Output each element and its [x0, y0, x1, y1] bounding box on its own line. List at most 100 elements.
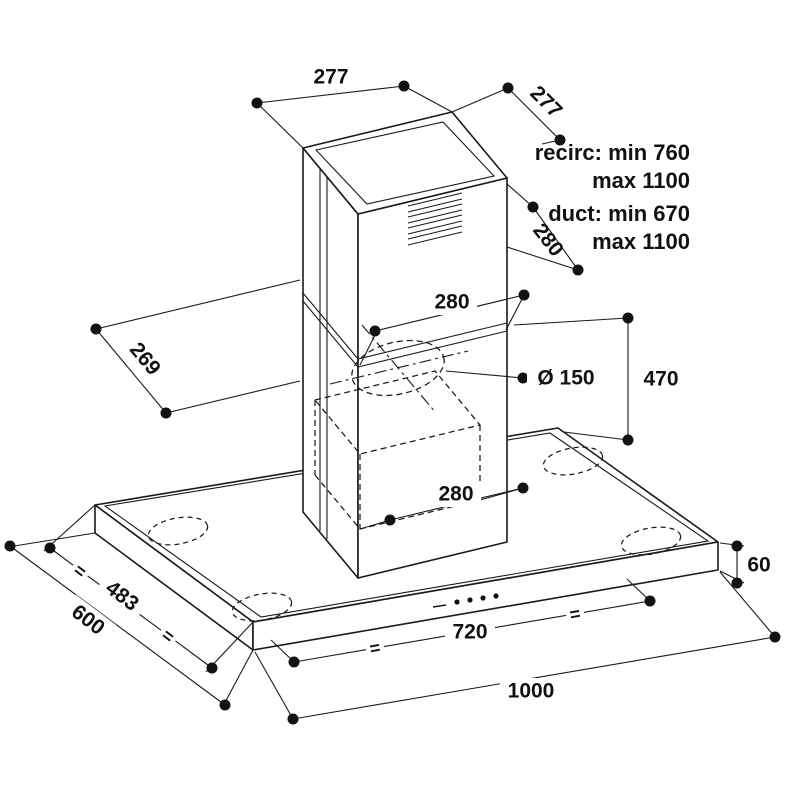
endpoint-dot [219, 699, 231, 711]
label-backdrop [445, 619, 495, 645]
endpoint-dot [4, 540, 16, 552]
endpoint-dot [369, 325, 381, 337]
chimney [302, 111, 508, 579]
control-slider-mark [432, 604, 447, 608]
ext-line [506, 183, 534, 208]
label-backdrop [739, 552, 779, 578]
endpoint-dot [731, 540, 743, 552]
equal-mark: = [155, 624, 181, 648]
label-backdrop [306, 64, 356, 90]
endpoint-dot [622, 312, 634, 324]
dim-text: 280 [438, 483, 473, 506]
dim-label: 470 [635, 366, 687, 392]
lamp-cutout-4 [231, 592, 293, 622]
hidden-internals [313, 324, 482, 530]
dim-label: 280 [427, 289, 477, 315]
endpoint-dot [206, 662, 218, 674]
dim-label: 720 [445, 619, 495, 645]
endpoint-dot [518, 289, 530, 301]
label-backdrop [500, 678, 562, 704]
endpoint-dot [288, 656, 300, 668]
recirc-note-line2: max 1100 [592, 168, 690, 193]
ext-line [563, 431, 629, 441]
dim-label: 277 [519, 75, 573, 129]
equal-mark: = [67, 559, 93, 583]
label-backdrop [431, 481, 481, 507]
ext-line [221, 649, 254, 709]
label-backdrop [519, 75, 573, 129]
endpoint-dot [731, 577, 743, 589]
dim-left-offset: 269 [90, 279, 301, 419]
vent-grille-icon [407, 192, 463, 246]
dim-duct-diameter: Ø 150 [445, 365, 605, 391]
endpoint-dot [384, 514, 396, 526]
dim-canopy-width: 1000 [254, 571, 781, 725]
installation-notes: recirc: min 760 max 1100 duct: min 670 m… [535, 140, 690, 254]
dim-lower-height: 470 [513, 312, 687, 446]
lamp-cutout-3 [620, 526, 682, 556]
dim-text: 60 [747, 554, 770, 577]
dim-upper-section-depth: 280 [506, 183, 584, 276]
dim-label: 269 [118, 331, 172, 387]
label-backdrop [564, 604, 586, 624]
lamp-cutout-2 [542, 446, 604, 476]
chimney-left-face [302, 147, 359, 579]
label-backdrop [60, 594, 116, 646]
duct-outlet-circle [351, 339, 445, 397]
recirc-note-line1: recirc: min 760 [535, 140, 690, 165]
dim-text: 1000 [508, 680, 555, 703]
endpoint-dot [554, 134, 566, 146]
chimney-top-face [302, 111, 508, 215]
dim-canopy-thickness: 60 [719, 540, 779, 589]
dim-label: 60 [739, 552, 779, 578]
canopy-front-face [252, 541, 719, 651]
dim-line [532, 206, 579, 271]
dim-canopy-inner-width: = = 720 [270, 578, 656, 668]
dim-text: 277 [313, 66, 348, 89]
endpoint-dot [644, 595, 656, 607]
dim-chimney-top-width: 277 [251, 64, 453, 149]
dim-label: 1000 [500, 678, 562, 704]
dim-text: 720 [452, 621, 487, 644]
duct-centerline-h [329, 350, 469, 385]
control-button-icon [454, 599, 460, 605]
dim-body-width: 280 [359, 481, 529, 530]
duct-note-line2: max 1100 [592, 229, 690, 254]
ext-line [505, 296, 524, 331]
dim-label: 280 [431, 481, 481, 507]
label-backdrop [364, 638, 386, 658]
lamp-cutout-1 [147, 516, 209, 546]
duct-centerline-v [361, 324, 437, 414]
endpoint-dot [769, 631, 781, 643]
ext-line [165, 380, 301, 414]
dim-canopy-inner-depth: = = 483 [43, 504, 254, 674]
dim-label: 277 [306, 64, 356, 90]
label-backdrop [427, 289, 477, 315]
ext-line [403, 85, 453, 113]
equal-text: = [568, 603, 582, 625]
ext-line [451, 87, 509, 113]
telescopic-seam-upper [302, 292, 508, 360]
dim-text: 470 [643, 368, 678, 391]
label-backdrop [635, 366, 687, 392]
label-backdrop [94, 570, 150, 622]
control-button-icon [493, 593, 499, 599]
endpoint-dot [517, 482, 529, 494]
leader-line [445, 370, 524, 379]
dim-text: 280 [434, 291, 469, 314]
ext-line [513, 317, 629, 326]
duct-note-line1: duct: min 670 [548, 201, 690, 226]
dim-text: Ø 150 [537, 367, 594, 390]
endpoint-dot [527, 201, 539, 213]
endpoint-dot [90, 323, 102, 335]
telescopic-seam-lower [302, 300, 508, 368]
dim-line [256, 85, 405, 104]
ext-line [7, 532, 96, 548]
dim-chimney-width: 280 [359, 289, 530, 366]
equal-mark: = [364, 637, 386, 659]
dim-label: 600 [60, 594, 116, 646]
ext-line [359, 332, 377, 366]
ext-line [506, 246, 579, 271]
control-panel [432, 593, 499, 608]
